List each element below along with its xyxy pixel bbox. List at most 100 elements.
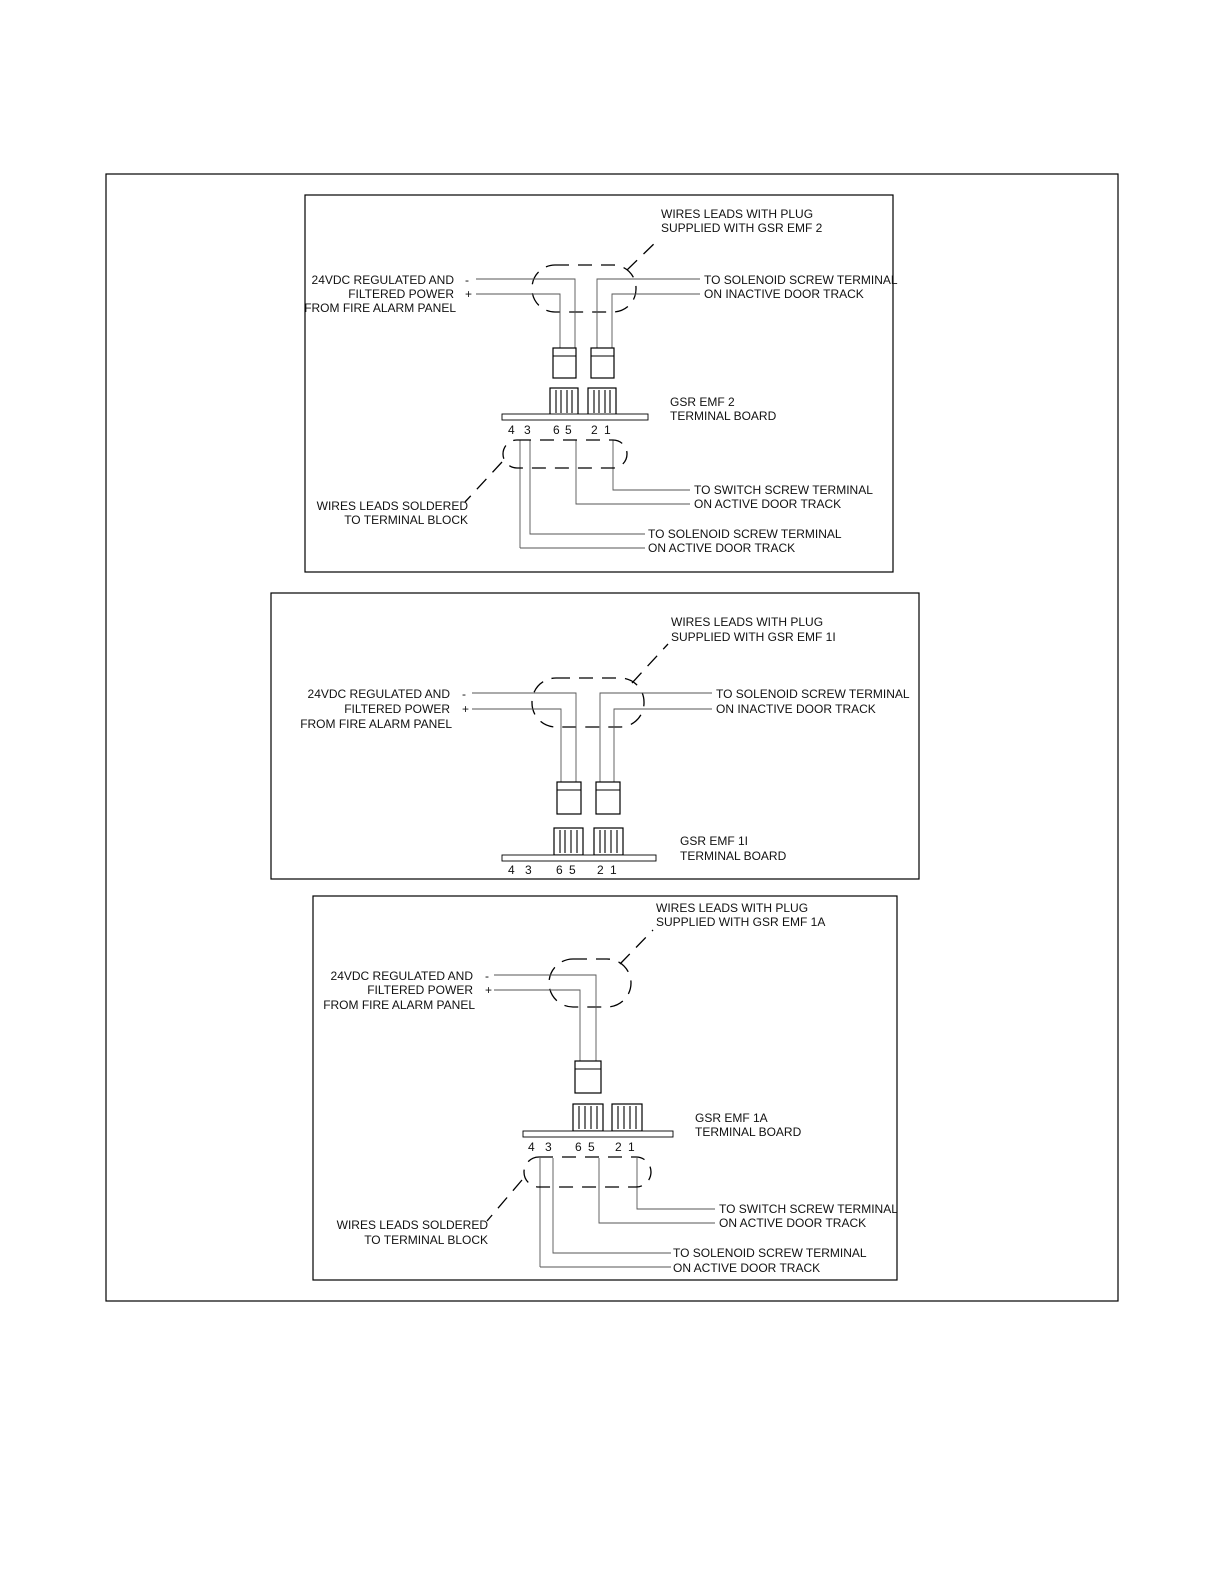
terminal-header — [572, 1103, 604, 1132]
polarity-positive: + — [485, 983, 492, 997]
terminal-number: 4 — [508, 423, 515, 437]
terminal-number: 1 — [610, 863, 617, 877]
panel-gsr-emf-2: WIRES LEADS WITH PLUG SUPPLIED WITH GSR … — [304, 194, 898, 573]
polarity-positive: + — [465, 287, 472, 301]
power-label-line: FILTERED POWER — [344, 702, 450, 716]
solder-lead-5 — [598, 1158, 715, 1224]
terminal-header — [553, 827, 584, 856]
terminal-board — [501, 854, 657, 862]
board-label-line: GSR EMF 1I — [680, 834, 748, 848]
solenoid-active-label-line: ON ACTIVE DOOR TRACK — [673, 1261, 820, 1275]
polarity-positive: + — [462, 702, 469, 716]
terminal-number: 2 — [591, 423, 598, 437]
plug-note-line: WIRES LEADS WITH PLUG — [671, 615, 823, 629]
output-label-line: ON INACTIVE DOOR TRACK — [716, 702, 876, 716]
terminal-number: 1 — [628, 1140, 635, 1154]
power-label-line: FROM FIRE ALARM PANEL — [304, 301, 456, 315]
solder-wire-oval — [502, 439, 628, 469]
plug-note-line: SUPPLIED WITH GSR EMF 1I — [671, 630, 836, 644]
wire-positive — [476, 293, 561, 349]
plug-connector — [556, 781, 582, 815]
panel-frame — [304, 194, 894, 573]
terminal-board — [501, 413, 649, 421]
solder-lead-5 — [575, 440, 690, 505]
plug-connector — [590, 347, 615, 379]
switch-label-line: ON ACTIVE DOOR TRACK — [694, 497, 841, 511]
terminal-number: 1 — [604, 423, 611, 437]
power-label-line: 24VDC REGULATED AND — [331, 969, 474, 983]
power-label-line: FILTERED POWER — [348, 287, 454, 301]
terminal-number: 6 — [553, 423, 560, 437]
plug-note-line: SUPPLIED WITH GSR EMF 1A — [656, 915, 825, 929]
terminal-number: 5 — [569, 863, 576, 877]
terminal-number: 6 — [575, 1140, 582, 1154]
terminal-number: 6 — [556, 863, 563, 877]
terminal-number: 3 — [545, 1140, 552, 1154]
panel-gsr-emf-1a: WIRES LEADS WITH PLUG SUPPLIED WITH GSR … — [312, 895, 898, 1281]
board-label-line: TERMINAL BOARD — [695, 1125, 802, 1139]
solder-lead-1 — [636, 1158, 715, 1210]
plug-note-leader — [626, 237, 661, 271]
terminal-number: 5 — [588, 1140, 595, 1154]
switch-label-line: TO SWITCH SCREW TERMINAL — [694, 483, 873, 497]
wire-solenoid-out-1 — [599, 692, 712, 783]
plug-connector — [552, 347, 577, 379]
solenoid-active-label-line: TO SOLENOID SCREW TERMINAL — [648, 527, 842, 541]
solder-note-line: WIRES LEADS SOLDERED — [337, 1218, 489, 1232]
plug-wire-oval — [531, 264, 637, 313]
switch-label-line: ON ACTIVE DOOR TRACK — [719, 1216, 866, 1230]
solenoid-active-label-line: TO SOLENOID SCREW TERMINAL — [673, 1246, 867, 1260]
power-label-line: 24VDC REGULATED AND — [308, 687, 451, 701]
wire-positive — [472, 708, 562, 783]
terminal-number: 4 — [508, 863, 515, 877]
power-label-line: FROM FIRE ALARM PANEL — [300, 717, 452, 731]
plug-connector — [595, 781, 621, 815]
plug-note-line-2: SUPPLIED WITH GSR EMF 2 — [661, 221, 823, 235]
plug-note: WIRES LEADS WITH PLUG — [661, 207, 813, 221]
board-label-line: GSR EMF 2 — [670, 395, 735, 409]
solder-lead-3 — [552, 1158, 671, 1254]
wire-positive — [494, 989, 581, 1062]
solenoid-active-label-line: ON ACTIVE DOOR TRACK — [648, 541, 795, 555]
wire-negative — [476, 278, 576, 349]
outer-frame — [105, 173, 1119, 1302]
wire-solenoid-out-2 — [613, 708, 712, 783]
solder-lead-1 — [612, 440, 690, 491]
switch-label-line: TO SWITCH SCREW TERMINAL — [719, 1202, 898, 1216]
terminal-number: 2 — [597, 863, 604, 877]
plug-wire-oval — [548, 958, 632, 1008]
polarity-negative: - — [485, 969, 489, 983]
polarity-negative: - — [462, 687, 466, 701]
terminal-number: 4 — [528, 1140, 535, 1154]
plug-wire-oval — [531, 677, 645, 728]
power-label-line: FILTERED POWER — [367, 983, 473, 997]
plug-note-line: WIRES LEADS WITH PLUG — [661, 207, 813, 221]
terminal-number: 2 — [615, 1140, 622, 1154]
plug-note-line: SUPPLIED WITH GSR EMF 2 — [661, 221, 823, 235]
terminal-number: 3 — [525, 863, 532, 877]
panel-gsr-emf-1i: WIRES LEADS WITH PLUG SUPPLIED WITH GSR … — [270, 592, 920, 880]
terminal-header — [593, 827, 624, 856]
terminal-header — [611, 1103, 643, 1132]
solder-note-leader — [464, 461, 503, 503]
wire-solenoid-out-2 — [611, 293, 700, 349]
solder-lead-3 — [529, 440, 645, 535]
panel-frame — [270, 592, 920, 880]
wire-negative — [472, 692, 577, 783]
solder-note-line: TO TERMINAL BLOCK — [344, 513, 468, 527]
board-label-line: GSR EMF 1A — [695, 1111, 768, 1125]
plug-note-line: WIRES LEADS WITH PLUG — [656, 901, 808, 915]
power-label-line: FROM FIRE ALARM PANEL — [323, 998, 475, 1012]
terminal-number: 5 — [565, 423, 572, 437]
terminal-number: 3 — [524, 423, 531, 437]
polarity-negative: - — [465, 273, 469, 287]
solder-note-line: WIRES LEADS SOLDERED — [317, 499, 469, 513]
plug-note-leader — [631, 643, 669, 684]
plug-connector — [574, 1060, 602, 1094]
solder-note-line: TO TERMINAL BLOCK — [364, 1233, 488, 1247]
output-label-line: TO SOLENOID SCREW TERMINAL — [716, 687, 910, 701]
plug-note-leader — [619, 929, 654, 965]
wire-negative — [494, 974, 597, 1062]
power-label-line: 24VDC REGULATED AND — [312, 273, 455, 287]
